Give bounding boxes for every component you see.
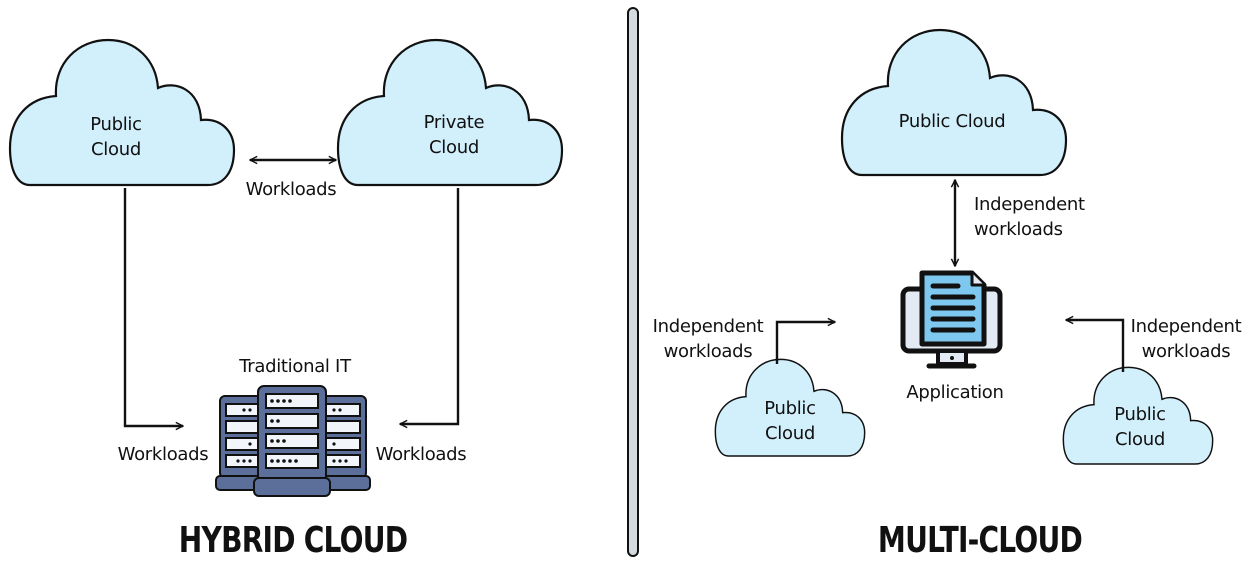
multi-cloud-title: MULTI-CLOUD <box>877 520 1083 561</box>
multi-top-cloud-label: Public Cloud <box>898 111 1006 132</box>
multi-right-link-label: Independent workloads <box>1130 316 1242 362</box>
multi-top-link-label: Independent workloads <box>974 194 1085 240</box>
server-rack-icon <box>215 385 371 497</box>
between-clouds-workloads-label: Workloads <box>245 179 337 200</box>
multi-top-public-cloud <box>840 28 1068 177</box>
traditional-it-label: Traditional IT <box>239 356 351 377</box>
right-cloud-app-arrow <box>1066 320 1125 372</box>
application-label: Application <box>906 382 1004 403</box>
multi-right-cloud-label: Public Cloud <box>1114 404 1166 450</box>
left-workloads-label: Workloads <box>117 444 209 465</box>
hybrid-public-cloud-label: Public Cloud <box>90 114 142 160</box>
hybrid-cloud-title: HYBRID CLOUD <box>178 520 408 561</box>
hybrid-private-cloud-label: Private Cloud <box>423 112 485 158</box>
public-to-it-arrow <box>123 188 183 426</box>
right-workloads-label: Workloads <box>375 444 467 465</box>
left-cloud-app-arrow <box>775 322 835 364</box>
multi-left-link-label: Independent workloads <box>652 316 764 362</box>
private-to-it-arrow <box>400 188 460 424</box>
section-divider <box>627 7 639 557</box>
monitor-document-icon <box>900 270 1003 369</box>
server-led-dots <box>236 399 348 463</box>
multi-left-cloud-label: Public Cloud <box>764 398 816 444</box>
